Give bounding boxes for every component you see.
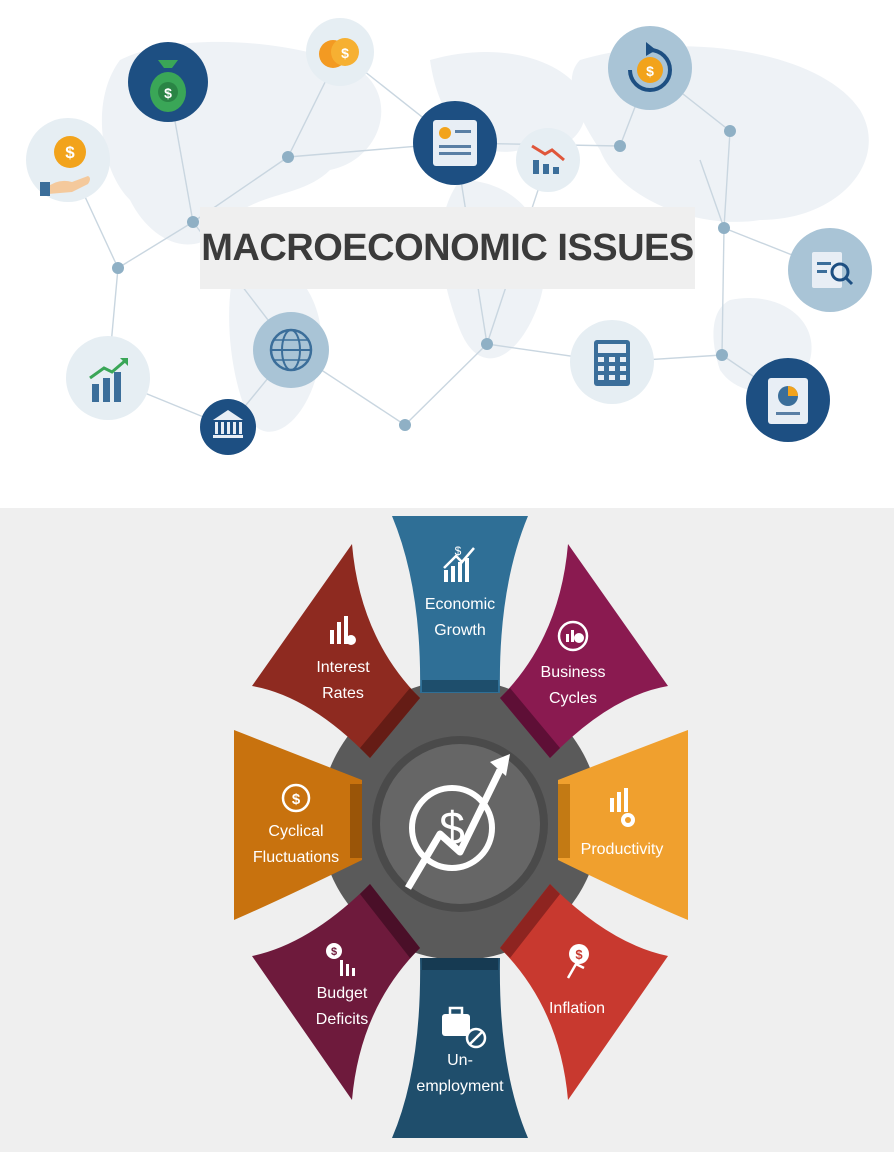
chart-gear-icon [610,788,635,827]
svg-text:$: $ [331,946,337,958]
pie-report-icon [746,358,830,442]
segment-interest-rates [252,544,420,758]
money-down-icon: $ [326,943,355,976]
label-interest-rates: Interest Rates [316,655,369,707]
svg-text:$: $ [646,63,654,79]
calculator-icon [570,320,654,404]
segment-productivity [558,730,688,920]
label-inflation: Inflation [549,996,605,1022]
svg-text:$: $ [164,85,172,101]
growth-dollar-icon: $ [443,544,475,582]
label-line-2: Deficits [315,1011,369,1028]
segment-economic-growth [392,516,528,693]
svg-text:$: $ [341,45,349,61]
svg-text:$: $ [455,544,462,558]
segment-unemployment [392,958,528,1138]
cycle-dollar-icon [557,620,589,652]
document-icon [413,101,497,185]
globe-icon [253,312,329,388]
label-line-2: Growth [434,622,486,639]
cycle-coin-icon: $ [281,783,311,813]
growth-chart-icon [66,336,150,420]
label-line-2: Fluctuations [252,849,340,866]
bank-icon [200,399,256,455]
label-line-2: Rates [322,685,364,702]
network-nodes [112,125,736,431]
hand-coin-icon: $ [26,118,110,202]
banner-title: MACROECONOMIC ISSUES [201,226,694,269]
coin-stack-icon: $ [306,18,374,86]
wheel-graphic: $ $ [234,516,688,1138]
label-line-1: Productivity [580,841,664,858]
svg-text:$: $ [292,791,301,808]
label-productivity: Productivity [581,837,664,863]
banner: $ $ $ [0,0,894,490]
label-cyclical-fluctuations: Cyclical Fluctuations [253,819,339,871]
rising-dollar-icon: $ [566,944,589,979]
svg-text:$: $ [65,143,75,162]
label-line-1: Budget [316,985,368,1002]
label-line-1: Inflation [548,1000,606,1017]
refresh-coin-icon: $ [608,26,692,110]
money-bag-icon: $ [128,42,208,122]
macro-issues-wheel: $ $ [0,508,894,1152]
segment-budget-deficits [252,884,420,1100]
bar-chart-down-icon [516,128,580,192]
label-budget-deficits: Budget Deficits [316,981,368,1033]
svg-text:$: $ [575,947,583,962]
label-line-1: Business [540,664,606,681]
label-line-1: Economic [424,596,496,613]
segment-inflation [500,884,668,1100]
label-unemployment: Un- employment [416,1048,503,1100]
label-line-1: Interest [316,659,370,676]
label-line-1: Cyclical [268,823,324,840]
label-line-1: Un- [447,1052,473,1069]
chart-percent-icon [330,616,356,645]
center-hub: $ [372,736,548,912]
label-business-cycles: Business Cycles [541,660,606,712]
banner-title-box: MACROECONOMIC ISSUES [200,207,695,289]
segment-cyclical-fluctuations [234,730,362,920]
label-economic-growth: Economic Growth [425,592,495,644]
label-line-2: employment [416,1078,504,1095]
briefcase-no-icon [442,1006,487,1049]
label-line-2: Cycles [548,690,598,707]
search-report-icon [788,228,872,312]
segment-business-cycles [500,544,668,758]
